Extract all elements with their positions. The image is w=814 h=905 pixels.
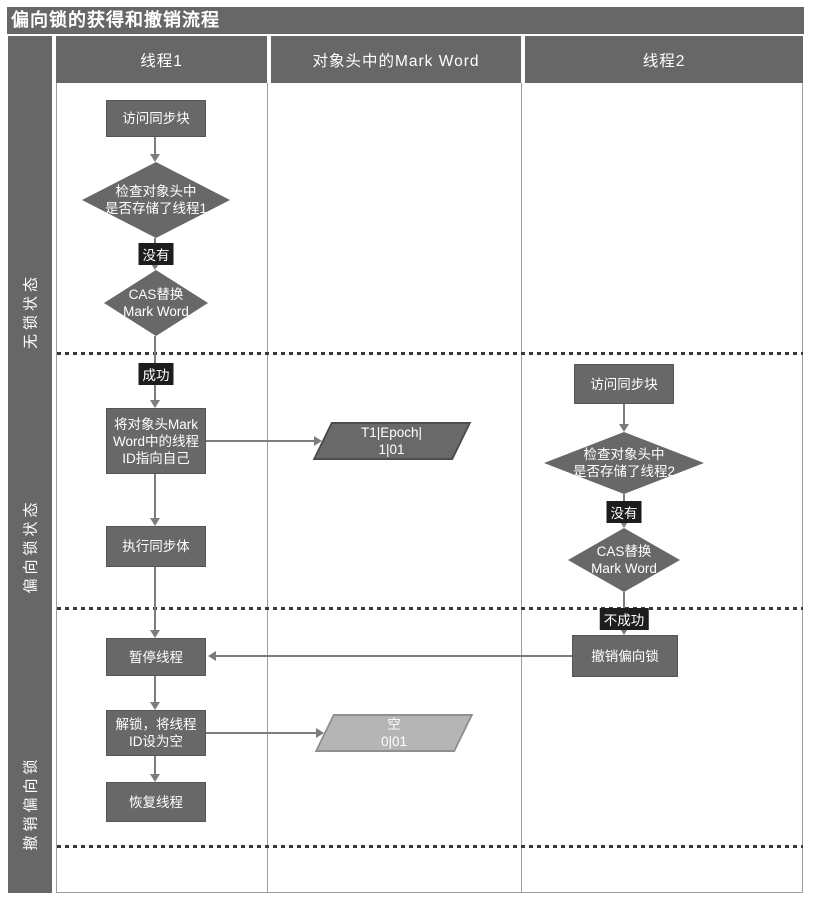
diagram-title: 偏向锁的获得和撤销流程	[7, 7, 804, 34]
flow-node-set-thread-id: 将对象头Mark Word中的线程 ID指向自己	[106, 408, 206, 474]
lane-label-lock-free: 无锁状态	[22, 272, 40, 350]
arrow-right-icon	[314, 436, 322, 446]
flow-node-execute-sync-body: 执行同步体	[106, 526, 206, 567]
flow-node-resume-thread: 恢复线程	[106, 782, 206, 822]
lane-sidebar	[8, 36, 52, 893]
arrow-down-icon	[619, 424, 629, 432]
lane-divider-dotted-1	[57, 352, 803, 355]
arrow-line	[154, 137, 156, 155]
flow-node-unlock-clear-id: 解锁，将线程 ID设为空	[106, 710, 206, 756]
arrow-down-icon	[150, 154, 160, 162]
arrow-down-icon	[150, 518, 160, 526]
arrow-right-icon	[316, 728, 324, 738]
column-divider-1	[267, 83, 268, 893]
arrow-down-icon	[619, 627, 629, 635]
column-header-thread2: 线程2	[525, 36, 803, 83]
arrow-line	[206, 440, 314, 442]
arrow-line	[623, 404, 625, 424]
column-divider-2	[521, 83, 522, 893]
arrow-left-icon	[208, 651, 216, 661]
branch-label-no-t1: 没有	[138, 243, 174, 265]
flow-node-pause-thread: 暂停线程	[106, 638, 206, 676]
flow-node-visit-sync-block-t1: 访问同步块	[106, 100, 206, 137]
markword-biased-t1-text: T1|Epoch| 1|01	[361, 425, 423, 457]
arrow-down-icon	[150, 630, 160, 638]
branch-label-fail-t2: 不成功	[599, 608, 649, 630]
flow-node-visit-sync-block-t2: 访问同步块	[574, 364, 674, 404]
markword-empty-text: 空 0|01	[380, 717, 408, 749]
arrow-line	[154, 676, 156, 702]
arrow-down-icon	[619, 520, 629, 528]
arrow-down-icon	[150, 400, 160, 408]
arrow-line	[154, 474, 156, 518]
markword-biased-t1: T1|Epoch| 1|01	[312, 422, 472, 460]
branch-label-success-t1: 成功	[138, 363, 174, 385]
column-header-thread1: 线程1	[56, 36, 267, 83]
arrow-line	[154, 756, 156, 774]
arrow-down-icon	[150, 702, 160, 710]
arrow-down-icon	[150, 262, 160, 270]
lane-divider-dotted-2	[57, 607, 803, 610]
column-header-markword: 对象头中的Mark Word	[271, 36, 521, 83]
arrow-down-icon	[150, 774, 160, 782]
branch-label-no-t2: 没有	[606, 501, 642, 523]
arrow-line	[206, 732, 316, 734]
lane-label-biased-lock: 偏向锁状态	[22, 498, 40, 594]
markword-empty: 空 0|01	[314, 714, 474, 752]
arrow-line	[154, 567, 156, 630]
flow-node-revoke-biased-lock: 撤销偏向锁	[572, 635, 678, 677]
arrow-line	[216, 655, 572, 657]
lane-divider-dotted-3	[57, 845, 803, 848]
lane-label-revoke-biased-lock: 撤销偏向锁	[22, 755, 40, 851]
